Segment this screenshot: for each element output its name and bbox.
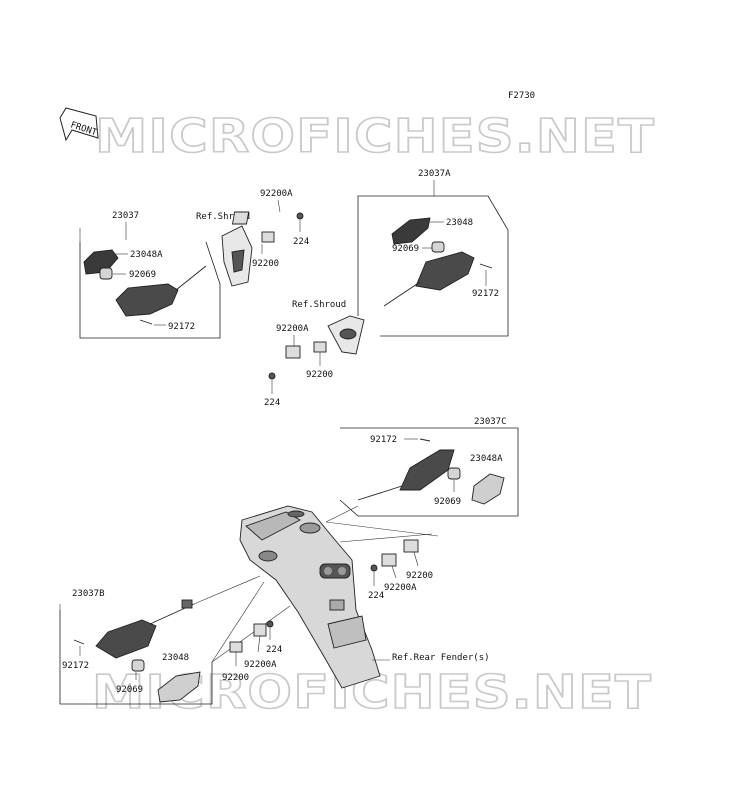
front-arrow-icon: FRONT	[59, 107, 99, 142]
label-23037C: 23037C	[474, 417, 507, 427]
signal-housing-23037C	[399, 449, 455, 491]
label-ref-shroud-2: Ref.Shroud	[292, 300, 346, 310]
group-23037C: 23037C 92172 23048A 92069	[339, 417, 519, 517]
label-23037A: 23037A	[418, 169, 451, 179]
rubber-92200-top	[261, 231, 275, 243]
label-23037: 23037	[112, 211, 139, 221]
rear-fender	[239, 505, 381, 689]
bracket-23037A	[357, 195, 509, 337]
bulb-92069-d	[131, 659, 145, 672]
bulb-92069	[99, 267, 113, 280]
shroud-ref-2: Ref.Shroud	[292, 300, 365, 355]
bulb-92069-b	[431, 241, 445, 253]
stalk-23037C	[357, 485, 403, 501]
label-ref-shroud-1: Ref.Shroud	[196, 212, 250, 222]
label-92069-d: 92069	[116, 685, 143, 695]
label-92200A-mid: 92200A	[276, 324, 309, 334]
label-92172-a: 92172	[168, 322, 195, 332]
label-92200-mid: 92200	[306, 370, 333, 380]
signal-housing-23037A	[415, 251, 475, 291]
label-224-mid: 224	[264, 398, 280, 408]
label-224-right: 224	[368, 591, 384, 601]
rubber-92200A-top	[231, 211, 250, 225]
label-92172-d: 92172	[62, 661, 89, 671]
bulb-92069-c	[447, 467, 461, 480]
label-92200-right: 92200	[406, 571, 433, 581]
bracket-23037C	[339, 427, 519, 517]
label-224-top: 224	[293, 237, 309, 247]
label-23048-a: 23048	[446, 218, 473, 228]
watermark-top: MICROFICHES.NET	[95, 109, 655, 163]
rubber-92200-right	[403, 539, 419, 553]
nut-224-left	[266, 620, 274, 628]
label-23037B: 23037B	[72, 589, 105, 599]
hardware-left: 224 92200A 92200	[222, 620, 282, 683]
label-23048A: 23048A	[130, 250, 163, 260]
figure-code: F2730	[508, 91, 535, 101]
label-92172-b: 92172	[472, 289, 499, 299]
hardware-top: 92200A 224 92200	[231, 189, 309, 269]
label-92200A-left: 92200A	[244, 660, 277, 670]
lens-23048-d	[157, 671, 201, 703]
group-23037B: 23037B 92172 23048 92069	[59, 589, 213, 705]
label-ref-rear-fender: Ref.Rear Fender(s)	[392, 653, 490, 663]
label-23048A-c: 23048A	[470, 454, 503, 464]
label-92069-b: 92069	[392, 244, 419, 254]
group-23037A: 23037A 23048 92069 92172	[357, 169, 509, 337]
hardware-right: 92200 92200A 224	[368, 539, 433, 601]
lens-23048A	[83, 249, 119, 275]
rubber-92200A-left	[253, 623, 267, 637]
label-92200A-top: 92200A	[260, 189, 293, 199]
label-23048-d: 23048	[162, 653, 189, 663]
screw-92172-b	[479, 263, 493, 269]
screw-92172	[139, 319, 153, 325]
label-92200-top: 92200	[252, 259, 279, 269]
lens-23048	[391, 217, 431, 245]
hardware-mid: 92200A 92200 224	[264, 324, 333, 408]
stalk-23037	[175, 265, 207, 291]
nut-224-right	[370, 564, 378, 572]
screw-92172-d	[73, 639, 85, 645]
bracket-23037B	[59, 610, 213, 705]
label-92200-left: 92200	[222, 673, 249, 683]
rubber-92200-mid	[313, 341, 327, 353]
signal-housing-23037B	[95, 619, 157, 659]
nut-224-top	[296, 212, 304, 220]
nut-224-mid	[268, 372, 276, 380]
group-23037: 23037 23048A 92069 92172	[79, 211, 221, 339]
rubber-92200A-right	[381, 553, 397, 567]
signal-housing-23037	[115, 283, 179, 317]
stalk-23037A	[383, 281, 421, 307]
bracket-23037	[79, 241, 221, 339]
label-92069-a: 92069	[129, 270, 156, 280]
label-224-left: 224	[266, 645, 282, 655]
label-92172-c: 92172	[370, 435, 397, 445]
lens-23048A-c	[471, 473, 505, 505]
rubber-92200-left	[229, 641, 243, 653]
label-92200A-right: 92200A	[384, 583, 417, 593]
screw-92172-c	[419, 438, 431, 442]
shroud-ref-1: Ref.Shroud	[196, 212, 253, 287]
rubber-92200A-mid	[285, 345, 301, 359]
label-92069-c: 92069	[434, 497, 461, 507]
